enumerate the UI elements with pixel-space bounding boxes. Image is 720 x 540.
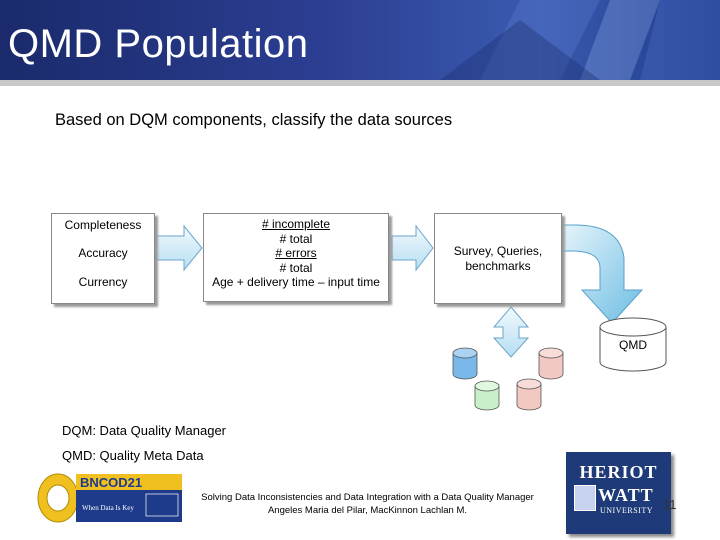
pink-database-icon-left — [516, 378, 542, 411]
sources-box: Survey, Queries, benchmarks — [434, 213, 562, 304]
heriot-watt-logo: HERIOT WATT UNIVERSITY — [566, 452, 671, 534]
title-banner: QMD Population — [0, 0, 720, 80]
double-arrow-sources — [492, 306, 530, 358]
component-accuracy: Accuracy — [78, 246, 128, 260]
arrow-metrics-to-sources — [391, 224, 434, 272]
metrics-box: # incomplete # total # errors # total Ag… — [203, 213, 389, 302]
sources-text: Survey, Queries, benchmarks — [453, 244, 543, 273]
bncod21-logo-graphic: BNCOD21 When Data Is Key — [36, 470, 186, 526]
component-completeness: Completeness — [64, 218, 142, 232]
bncod21-logo: BNCOD21 When Data Is Key — [36, 470, 186, 526]
logo-heriot: HERIOT — [579, 462, 658, 482]
pink-database-icon-right — [538, 347, 564, 380]
page-title: QMD Population — [8, 22, 309, 66]
metric-errors: # errors — [275, 246, 317, 260]
green-database-icon — [474, 380, 500, 411]
metric-total-2: # total — [279, 260, 313, 275]
qmd-label: QMD — [619, 338, 647, 352]
qmd-definition: QMD: Quality Meta Data — [62, 448, 204, 463]
curved-arrow-to-qmd — [561, 224, 644, 324]
footer-title: Solving Data Inconsistencies and Data In… — [201, 492, 534, 503]
instruction-text: Based on DQM components, classify the da… — [55, 111, 453, 129]
banner-decoration — [440, 0, 720, 80]
metric-age: Age + delivery time – input time — [212, 275, 380, 289]
blue-database-icon — [452, 347, 478, 380]
qmd-database-icon — [599, 317, 667, 372]
dqm-definition: DQM: Data Quality Manager — [62, 423, 227, 438]
university-crest-icon — [574, 485, 596, 511]
metric-incomplete: # incomplete — [261, 217, 331, 231]
footer-authors: Angeles Maria del Pilar, MacKinnon Lachl… — [267, 505, 468, 516]
svg-text:When Data Is Key: When Data Is Key — [82, 504, 134, 512]
logo-university: UNIVERSITY — [600, 506, 653, 515]
header-divider — [0, 80, 720, 86]
dqm-components-box: Completeness Accuracy Currency — [51, 213, 155, 304]
svg-text:BNCOD21: BNCOD21 — [80, 475, 142, 490]
arrow-components-to-metrics — [154, 224, 203, 272]
footer-citation: Solving Data Inconsistencies and Data In… — [185, 491, 550, 517]
logo-watt: WATT — [598, 485, 654, 505]
page-number: 11 — [663, 497, 677, 512]
component-currency: Currency — [78, 275, 128, 289]
metric-total-1: # total — [279, 231, 313, 246]
